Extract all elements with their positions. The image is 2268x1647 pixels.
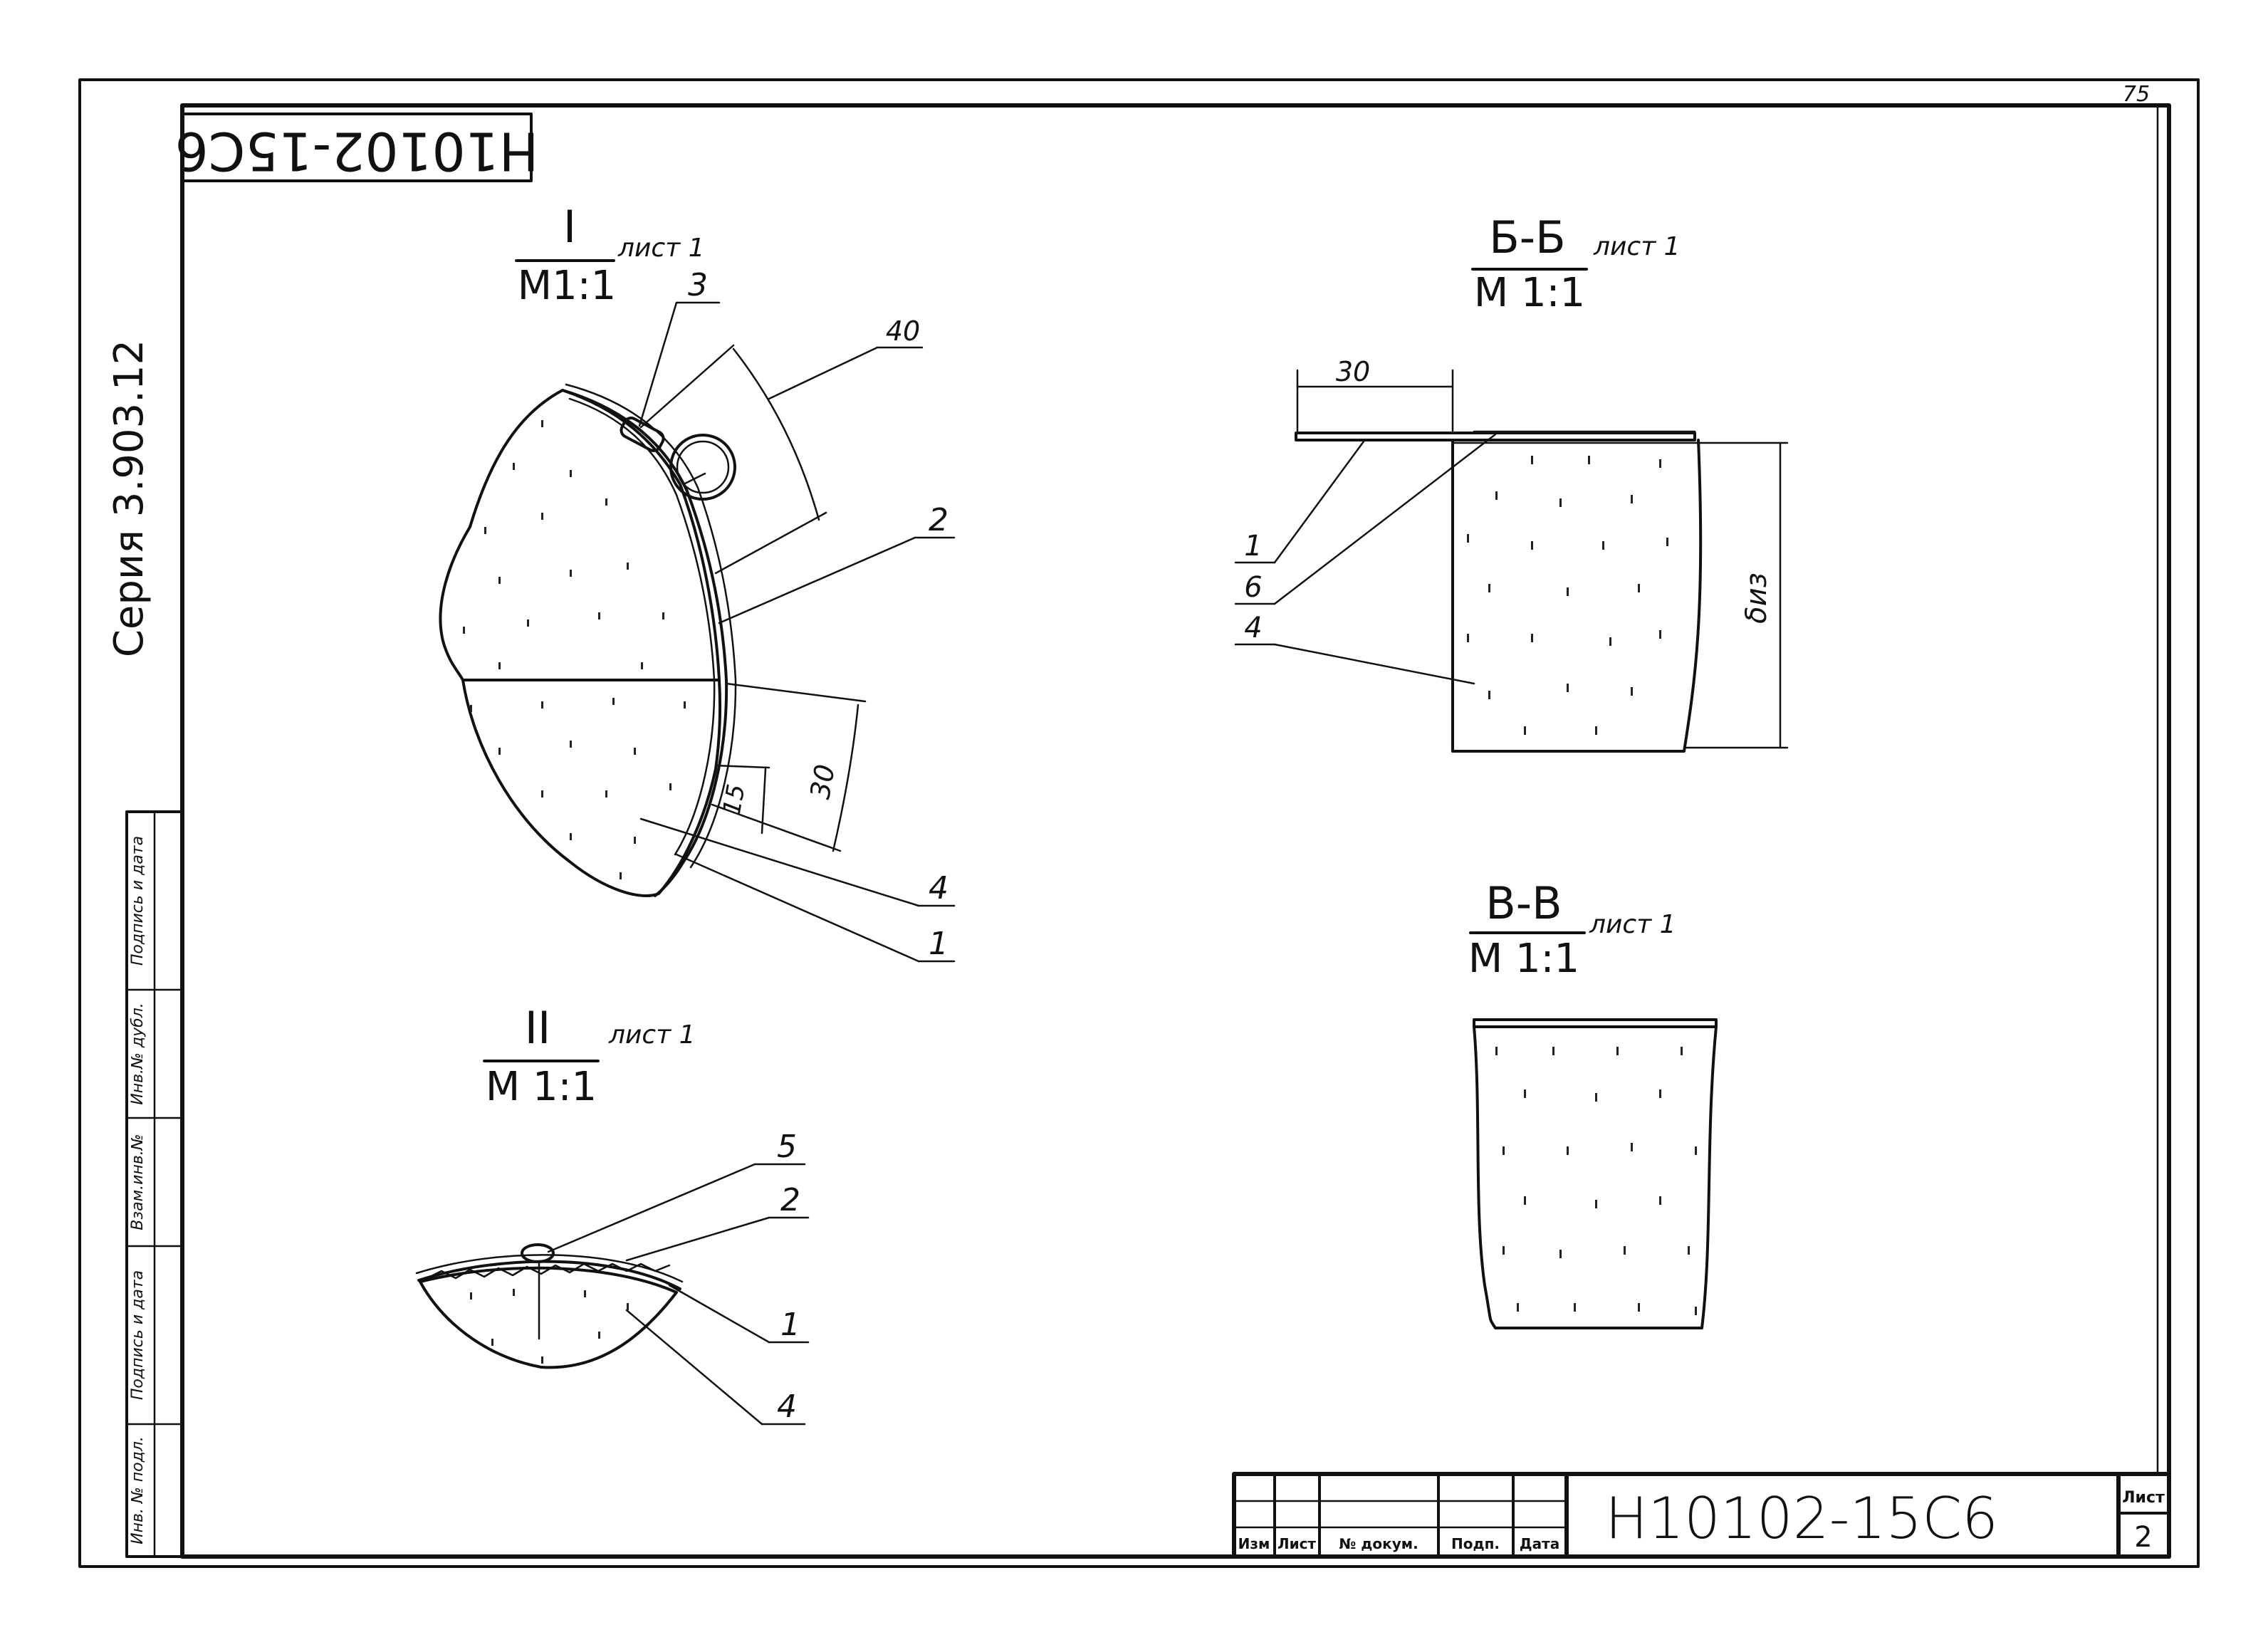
view-2-jacket	[417, 1260, 681, 1290]
view-1-jacket-inner	[568, 397, 716, 856]
view-1-leader-2	[718, 536, 916, 624]
view-bb-sheet: лист 1	[1593, 232, 1681, 261]
side-stamp-inv-podl: Инв. № подл.	[129, 1436, 147, 1544]
view-bb: Б-Б М 1:1 лист 1 30 δиз 1 6 4	[1234, 211, 1789, 753]
view-1-ext-line	[711, 803, 842, 852]
view-2: II М 1:1 лист 1 5 2 1 4	[415, 1002, 810, 1426]
view-1-insulation-upper	[439, 389, 721, 681]
view-1-jacket	[561, 389, 728, 897]
view-1-band	[620, 417, 665, 452]
view-bb-leader-1	[1273, 440, 1365, 564]
view-1-bolt-inner	[676, 440, 730, 494]
view-1-dim-30: 30	[804, 762, 841, 801]
view-2-callout-5: 5	[777, 1129, 797, 1165]
side-stamp-vzam: Взам.инв.№	[129, 1134, 147, 1230]
view-bb-callout-6: 6	[1244, 571, 1262, 604]
view-1-callout-3: 3	[688, 267, 708, 303]
view-vv: В-В М 1:1 лист 1	[1468, 877, 1718, 1329]
view-vv-insulation	[1473, 1025, 1718, 1329]
view-1-callout-1: 1	[929, 926, 949, 962]
view-vv-title: В-В	[1485, 877, 1562, 929]
title-header-podp: Подп.	[1451, 1535, 1500, 1552]
view-2-callout-2: 2	[780, 1182, 800, 1218]
view-1-hatching	[463, 420, 686, 879]
view-1-ext-line	[725, 682, 867, 703]
view-1-dim-15	[761, 768, 767, 835]
view-2-leader-2	[625, 1216, 770, 1262]
view-1-scale: М1:1	[518, 263, 616, 309]
view-bb-thickness-label: δиз	[1740, 572, 1773, 624]
view-2-jacket-zigzag	[426, 1262, 671, 1280]
view-vv-plate	[1473, 1018, 1718, 1028]
series-label: Серия 3.903.12	[106, 340, 152, 657]
side-stamp-inv-dubl: Инв.№ дубл.	[129, 1003, 147, 1105]
view-bb-leader-6	[1273, 433, 1497, 605]
title-header-data: Дата	[1520, 1535, 1559, 1552]
view-1-dim-arc-40	[732, 347, 820, 521]
page-mark: 75	[2123, 82, 2150, 107]
view-vv-sheet: лист 1	[1589, 910, 1676, 939]
view-2-insulation	[419, 1266, 678, 1369]
view-1-leader-4	[639, 817, 920, 907]
view-bb-callout-1: 1	[1244, 530, 1262, 563]
view-1-bolt	[669, 434, 736, 501]
view-1-leader-1	[675, 853, 920, 963]
title-header-list: Лист	[1277, 1535, 1316, 1552]
side-stamp-podpis-2: Подпись и дата	[129, 836, 147, 966]
view-2-seam	[521, 1243, 555, 1263]
view-1-callout-2: 2	[929, 502, 949, 538]
view-2-callout-4: 4	[777, 1389, 797, 1425]
title-block-frame	[1232, 1472, 2171, 1559]
view-1-ext-line	[714, 511, 827, 575]
title-sheet-label: Лист	[2122, 1489, 2165, 1507]
view-bb-hatching	[1467, 456, 1668, 735]
view-2-callout-1: 1	[780, 1307, 800, 1343]
view-bb-leader-4	[1273, 643, 1475, 685]
view-2-hatching	[470, 1289, 629, 1364]
view-vv-scale: М 1:1	[1468, 936, 1579, 982]
view-1-bolt-mark	[682, 472, 706, 486]
view-1-dim-15-label: 15	[718, 782, 751, 817]
view-1-ext-line	[714, 764, 770, 769]
view-2-leader-4	[625, 1309, 763, 1426]
view-bb-insulation	[1451, 439, 1703, 753]
outer-frame	[78, 78, 2200, 1568]
view-bb-title: Б-Б	[1489, 211, 1565, 263]
view-1-dim-arc-30	[832, 704, 859, 852]
view-1-dim-40: 40	[886, 315, 920, 347]
view-bb-plate	[1295, 432, 1696, 441]
view-2-scale: М 1:1	[486, 1064, 597, 1110]
view-2-title: II	[525, 1002, 551, 1054]
view-1-title: I	[563, 201, 576, 253]
doc-code-rotated: Н10102-15С6	[175, 120, 539, 181]
title-header-izm: Изм	[1238, 1535, 1270, 1552]
doc-code-box	[181, 113, 533, 182]
view-2-leader-5	[547, 1163, 756, 1253]
view-2-sheet: лист 1	[608, 1020, 696, 1050]
view-2-leader-1	[668, 1284, 770, 1344]
view-bb-scale: М 1:1	[1474, 270, 1585, 316]
title-header-doc: № докум.	[1339, 1535, 1418, 1552]
title-sheet-number: 2	[2134, 1521, 2152, 1554]
view-vv-hatching	[1495, 1047, 1697, 1315]
view-bb-dim-30: 30	[1336, 356, 1370, 387]
view-1-ext-line	[639, 344, 735, 429]
side-stamp-podpis-1: Подпись и дата	[129, 1270, 147, 1400]
title-block: Изм Лист № докум. Подп. Дата Н10102-15С6…	[1232, 1472, 2171, 1559]
view-bb-callout-4: 4	[1244, 612, 1262, 644]
view-1-callout-4: 4	[929, 870, 949, 906]
view-1-leader-40	[768, 346, 879, 400]
view-1: I М1:1 лист 1 40 30 15 3	[439, 201, 956, 963]
title-doc-code: Н10102-15С6	[1605, 1485, 1998, 1552]
view-1-leader-3	[638, 301, 678, 427]
inner-frame	[180, 103, 2171, 1559]
view-1-sheet: лист 1	[617, 234, 705, 263]
